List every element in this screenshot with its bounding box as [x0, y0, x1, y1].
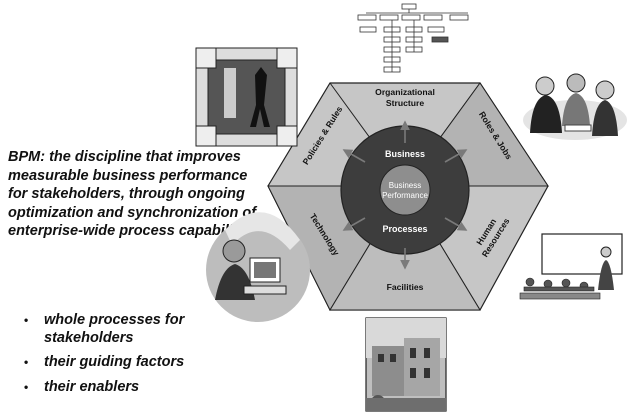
bullet-text: their enablers [44, 378, 140, 395]
building-photo [365, 317, 447, 412]
bullet-text: their guiding factors [44, 354, 185, 370]
framed-figure-illustration [195, 47, 298, 147]
person-at-computer-illustration [206, 212, 310, 322]
center-circle [379, 164, 431, 216]
definition-term: BPM: [8, 149, 46, 165]
org-chart-illustration [357, 3, 469, 73]
bullet-list: • whole processes for stakeholders • the… [24, 312, 254, 403]
inner-label-processes: Processes [382, 224, 427, 234]
bullet-text: whole processes for stakeholders [44, 312, 185, 346]
bullet-icon: • [24, 355, 29, 369]
bullet-icon: • [24, 379, 29, 394]
inner-label-business: Business [385, 149, 425, 159]
segment-label-facilities: Facilities [387, 282, 424, 292]
bullet-item: • whole processes for stakeholders [24, 312, 254, 347]
bullet-item: • their enablers [24, 379, 254, 397]
people-meeting-illustration [523, 73, 627, 140]
bpm-definition: BPM: the discipline that improves measur… [8, 148, 270, 241]
bullet-item: • their guiding factors [24, 354, 254, 372]
bullet-icon: • [24, 313, 29, 327]
arrows [342, 120, 468, 270]
classroom-illustration [519, 233, 623, 300]
definition-text: the discipline that improves measurable … [8, 149, 262, 239]
